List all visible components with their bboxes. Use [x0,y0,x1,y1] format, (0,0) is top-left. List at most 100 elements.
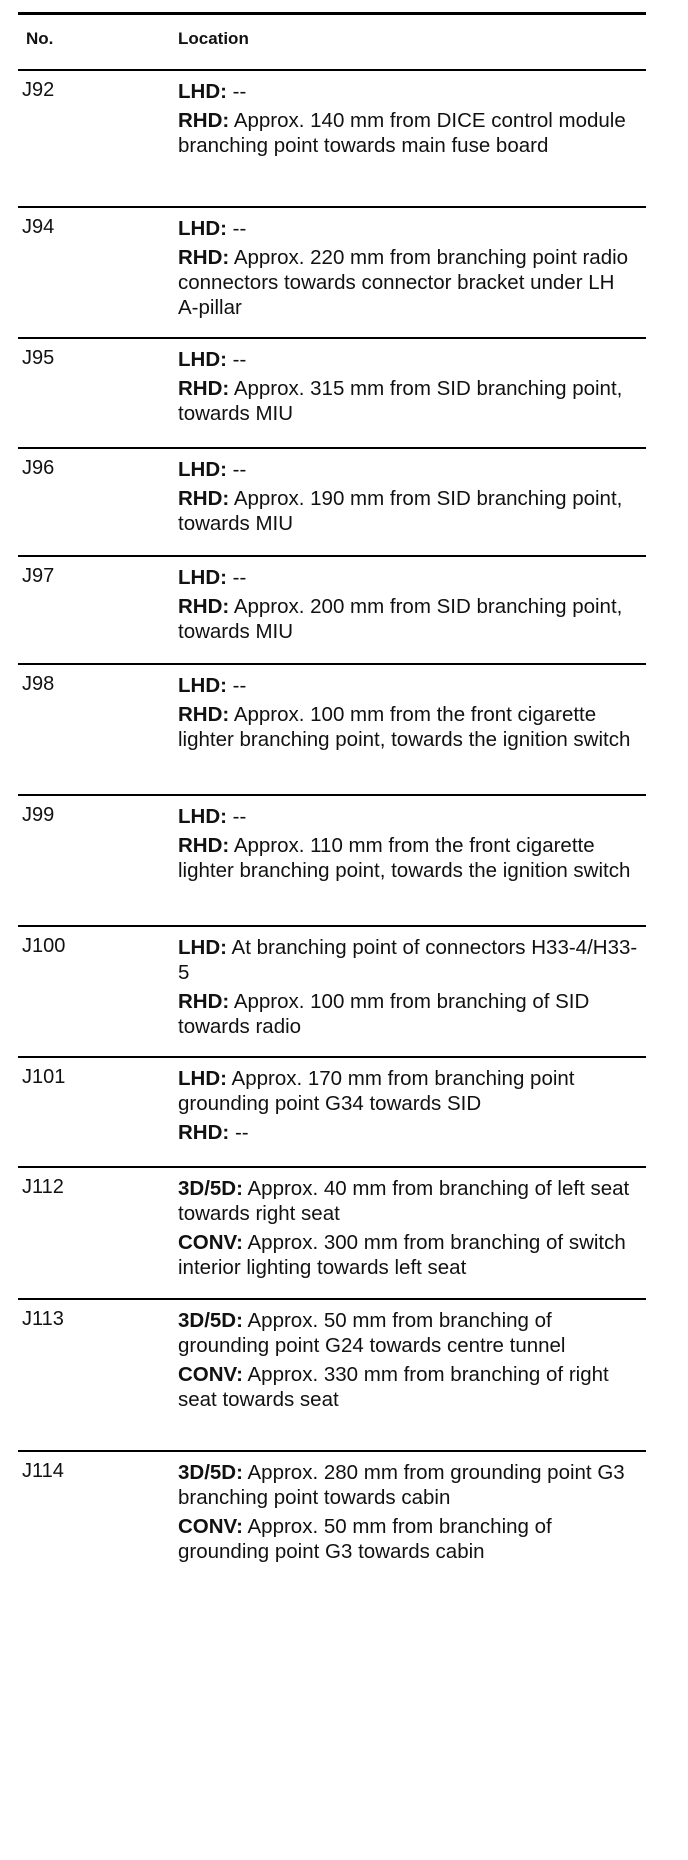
row-number: J112 [22,1176,64,1198]
row-number: J96 [22,457,55,479]
location-entry: LHD: -- [178,79,638,104]
row-number: J101 [22,1066,66,1088]
entry-text: Approx. 100 mm from branching of SID tow… [178,990,590,1038]
table-row: J92 LHD: -- RHD: Approx. 140 mm from DIC… [18,71,646,208]
entry-label: RHD: [178,109,230,132]
entry-text: -- [226,566,247,589]
table-row: J98 LHD: -- RHD: Approx. 100 mm from the… [18,665,646,796]
row-location: LHD: -- RHD: Approx. 220 mm from branchi… [178,208,646,337]
row-location: 3D/5D: Approx. 40 mm from branching of l… [178,1168,646,1298]
entry-label: 3D/5D: [178,1309,243,1332]
row-number: J94 [22,216,55,238]
entry-text: Approx. 190 mm from SID branching point,… [178,487,623,535]
location-entry: LHD: -- [178,565,638,590]
row-location: 3D/5D: Approx. 280 mm from grounding poi… [178,1452,646,1592]
row-location: LHD: -- RHD: Approx. 200 mm from SID bra… [178,557,646,663]
row-number: J100 [22,935,66,957]
entry-text: -- [226,674,247,697]
entry-label: RHD: [178,246,230,269]
row-location: 3D/5D: Approx. 50 mm from branching of g… [178,1300,646,1450]
entry-label: CONV: [178,1231,243,1254]
location-entry: LHD: -- [178,457,638,482]
location-entry: 3D/5D: Approx. 50 mm from branching of g… [178,1308,638,1358]
table-row: J94 LHD: -- RHD: Approx. 220 mm from bra… [18,208,646,339]
location-entry: LHD: -- [178,673,638,698]
row-number: J98 [22,673,55,695]
location-entry: LHD: -- [178,216,638,241]
header-location: Location [178,29,249,48]
entry-text: At branching point of connectors H33-4/H… [178,936,638,984]
entry-text: Approx. 40 mm from branching of left sea… [178,1177,630,1225]
location-entry: LHD: -- [178,347,638,372]
row-number: J99 [22,804,55,826]
entry-text: Approx. 170 mm from branching point grou… [178,1067,575,1115]
location-entry: 3D/5D: Approx. 40 mm from branching of l… [178,1176,638,1226]
table-row: J97 LHD: -- RHD: Approx. 200 mm from SID… [18,557,646,665]
location-entry: 3D/5D: Approx. 280 mm from grounding poi… [178,1460,638,1510]
location-entry: RHD: Approx. 140 mm from DICE control mo… [178,108,638,158]
location-entry: CONV: Approx. 330 mm from branching of r… [178,1362,638,1412]
row-location: LHD: -- RHD: Approx. 140 mm from DICE co… [178,71,646,206]
location-entry: RHD: Approx. 190 mm from SID branching p… [178,486,638,536]
entry-label: RHD: [178,487,230,510]
entry-label: CONV: [178,1515,243,1538]
location-entry: RHD: Approx. 315 mm from SID branching p… [178,376,638,426]
entry-text: -- [226,348,247,371]
table-row: J100 LHD: At branching point of connecto… [18,927,646,1058]
entry-label: 3D/5D: [178,1177,243,1200]
entry-text: -- [226,458,247,481]
row-location: LHD: At branching point of connectors H3… [178,927,646,1056]
entry-label: RHD: [178,595,230,618]
location-entry: RHD: Approx. 220 mm from branching point… [178,245,638,320]
entry-text: -- [226,805,247,828]
location-entry: CONV: Approx. 300 mm from branching of s… [178,1230,638,1280]
row-location: LHD: -- RHD: Approx. 110 mm from the fro… [178,796,646,925]
entry-text: Approx. 50 mm from branching of groundin… [178,1309,566,1357]
entry-label: LHD: [178,805,227,828]
entry-text: -- [229,1121,249,1144]
entry-text: Approx. 140 mm from DICE control module … [178,109,626,157]
table-header: No. Location [18,15,646,71]
entry-text: -- [226,217,247,240]
table-row: J96 LHD: -- RHD: Approx. 190 mm from SID… [18,449,646,557]
entry-label: 3D/5D: [178,1461,243,1484]
location-entry: RHD: -- [178,1120,638,1145]
entry-label: CONV: [178,1363,243,1386]
row-number: J92 [22,79,55,101]
location-entry: LHD: At branching point of connectors H3… [178,935,638,985]
entry-label: RHD: [178,377,230,400]
entry-label: LHD: [178,936,227,959]
row-number: J114 [22,1460,64,1482]
table-row: J101 LHD: Approx. 170 mm from branching … [18,1058,646,1168]
header-no: No. [26,29,54,48]
entry-label: LHD: [178,566,227,589]
row-number: J97 [22,565,55,587]
entry-text: Approx. 200 mm from SID branching point,… [178,595,623,643]
table-row: J95 LHD: -- RHD: Approx. 315 mm from SID… [18,339,646,449]
table-row: J113 3D/5D: Approx. 50 mm from branching… [18,1300,646,1452]
entry-text: Approx. 330 mm from branching of right s… [178,1363,609,1411]
entry-text: Approx. 50 mm from branching of groundin… [178,1515,552,1563]
entry-label: LHD: [178,1067,227,1090]
entry-text: Approx. 280 mm from grounding point G3 b… [178,1461,625,1509]
row-location: LHD: -- RHD: Approx. 315 mm from SID bra… [178,339,646,447]
location-entry: LHD: -- [178,804,638,829]
location-entry: RHD: Approx. 200 mm from SID branching p… [178,594,638,644]
entry-label: LHD: [178,674,227,697]
table-row: J114 3D/5D: Approx. 280 mm from groundin… [18,1452,646,1592]
location-entry: CONV: Approx. 50 mm from branching of gr… [178,1514,638,1564]
entry-text: Approx. 100 mm from the front cigarette … [178,703,631,751]
location-entry: LHD: Approx. 170 mm from branching point… [178,1066,638,1116]
entry-label: RHD: [178,1121,230,1144]
entry-text: Approx. 300 mm from branching of switch … [178,1231,626,1279]
location-entry: RHD: Approx. 100 mm from the front cigar… [178,702,638,752]
entry-text: Approx. 315 mm from SID branching point,… [178,377,623,425]
entry-label: LHD: [178,217,227,240]
entry-label: LHD: [178,348,227,371]
row-number: J113 [22,1308,64,1330]
entry-label: RHD: [178,703,230,726]
row-location: LHD: Approx. 170 mm from branching point… [178,1058,646,1166]
entry-text: Approx. 110 mm from the front cigarette … [178,834,631,882]
location-table: No. Location J92 LHD: -- RHD: Approx. 14… [18,12,646,1592]
entry-label: LHD: [178,458,227,481]
